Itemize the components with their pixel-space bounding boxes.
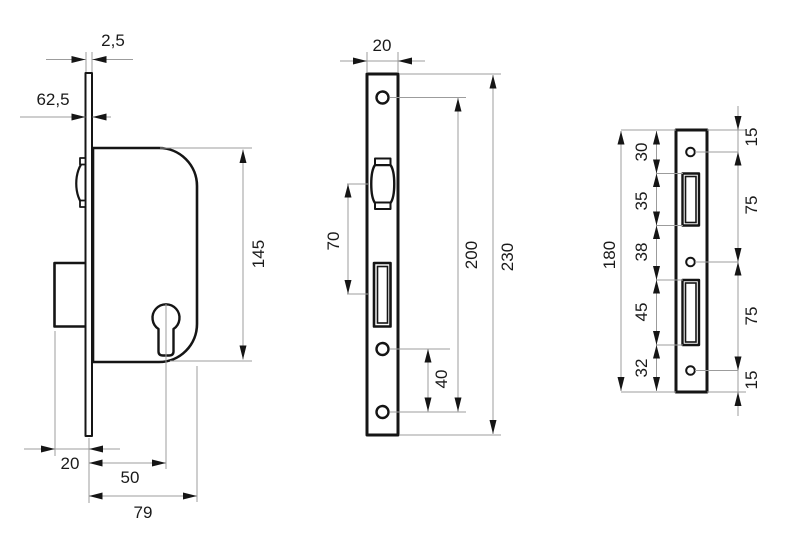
screw-hole-bottom [375, 404, 390, 420]
dim-faceplate-offset: 62,5 [20, 90, 111, 121]
strike-plate-view: 180 30 35 38 45 32 15 75 75 15 [600, 106, 761, 416]
dim-label-seg-latch: 35 [632, 192, 651, 211]
bolt-opening [681, 278, 701, 347]
dim-plate-width: 20 [340, 36, 425, 72]
dim-label-bolt-protrusion: 20 [61, 454, 80, 473]
dim-label-plate-height: 230 [498, 243, 517, 271]
roller-latch-cap-bottom [374, 201, 392, 210]
dim-label-hole-span-upper: 75 [742, 196, 761, 215]
strike-screw-hole-top [685, 146, 696, 158]
dim-label-hole-bottom-offset: 15 [742, 371, 761, 390]
dim-label-seg-top: 30 [632, 143, 651, 162]
dim-label-case-height: 145 [249, 240, 268, 268]
roller-latch-bottom-notch [79, 199, 87, 208]
dim-case-depth: 79 [89, 366, 198, 522]
faceplate-view: 20 70 200 230 40 [324, 36, 517, 437]
strike-extension-lines [621, 129, 746, 393]
dim-strike-height: 180 [600, 131, 625, 391]
dim-screw-hole-span: 200 [390, 97, 481, 413]
dim-label-lower-hole-gap: 40 [432, 370, 451, 389]
deadbolt-side [53, 261, 88, 328]
strike-screw-hole-middle [685, 256, 696, 268]
roller-latch-cap-top [374, 157, 392, 166]
dim-label-plate-width: 20 [373, 36, 392, 55]
dim-backset: 50 [89, 304, 167, 487]
faceplate-edge [84, 72, 93, 437]
dim-faceplate-thickness: 2,5 [46, 31, 133, 72]
deadbolt-face [376, 265, 389, 324]
dim-label-case-depth: 79 [134, 503, 153, 522]
dim-label-strike-height: 180 [600, 241, 619, 269]
roller-latch-top-notch [79, 157, 87, 166]
dim-label-screw-hole-span: 200 [462, 241, 481, 269]
dim-label-seg-bolt: 45 [632, 303, 651, 322]
dim-strike-segments: 30 35 38 45 32 [632, 131, 660, 391]
dim-label-seg-bottom: 32 [632, 359, 651, 378]
dim-label-backset: 50 [121, 468, 140, 487]
dim-plate-height: 230 [400, 73, 517, 436]
dim-lower-hole-gap: 40 [390, 348, 451, 412]
dim-label-faceplate-offset: 62,5 [36, 90, 69, 109]
side-view: 2,5 62,5 145 20 50 [20, 31, 268, 522]
dim-label-faceplate-thickness: 2,5 [101, 31, 125, 50]
dim-latch-to-bolt: 70 [324, 183, 368, 295]
dim-label-hole-top-offset: 15 [742, 128, 761, 147]
dim-label-seg-mid: 38 [632, 243, 651, 262]
screw-hole-top [375, 90, 390, 105]
lock-case-outline [91, 146, 199, 364]
latch-opening [681, 172, 701, 227]
dim-label-latch-to-bolt: 70 [324, 232, 343, 251]
dim-label-hole-span-lower: 75 [742, 307, 761, 326]
bolt-opening-inner [684, 282, 697, 343]
faceplate-front [365, 72, 400, 437]
dim-bolt-protrusion: 20 [24, 331, 120, 503]
dim-case-height: 145 [160, 147, 268, 362]
dim-strike-holes: 15 75 75 15 [734, 106, 761, 416]
latch-opening-inner [684, 175, 697, 224]
roller-latch-front [370, 163, 396, 205]
screw-hole-middle [375, 341, 390, 357]
strike-screw-hole-bottom [685, 365, 696, 376]
